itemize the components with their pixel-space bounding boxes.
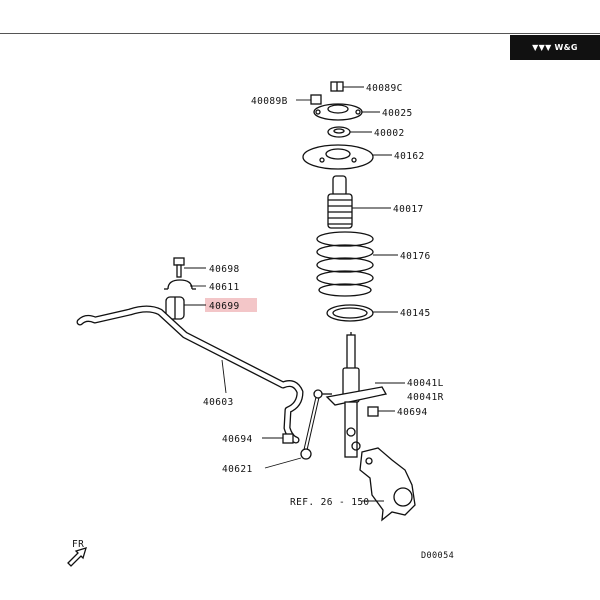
label-40089b: 40089B	[251, 96, 288, 107]
bracket-40611-part	[164, 279, 196, 290]
bearing-40002-part	[327, 126, 351, 138]
label-40176: 40176	[400, 251, 431, 262]
coil-spring-40176-part	[316, 231, 374, 297]
nut-40089c-part	[330, 81, 344, 92]
steering-knuckle-part	[359, 447, 416, 522]
nut-40089b-part	[310, 94, 322, 105]
bushing-40699-part	[165, 296, 185, 320]
brand-logo-text: W&G	[554, 43, 578, 52]
nut-40694-right-part	[367, 406, 379, 417]
stabilizer-bar-40603-part	[76, 305, 304, 444]
label-40611: 40611	[209, 282, 240, 293]
brand-logo: ▼▼▼ W&G	[510, 35, 600, 60]
diagram-code: D00054	[421, 551, 454, 561]
label-40089c: 40089C	[366, 83, 403, 94]
label-40603: 40603	[203, 397, 234, 408]
label-40017: 40017	[393, 204, 424, 215]
highlight-40699	[205, 298, 257, 312]
label-40621: 40621	[222, 464, 253, 475]
label-40145: 40145	[400, 308, 431, 319]
front-label: FR	[72, 539, 84, 550]
spring-pad-40145-part	[326, 304, 374, 322]
label-40694-right: 40694	[397, 407, 428, 418]
label-40162: 40162	[394, 151, 425, 162]
label-40002: 40002	[374, 128, 405, 139]
strut-mount-40025-part	[313, 103, 363, 121]
label-ref-26-150: REF. 26 - 150	[290, 497, 370, 508]
front-arrow-icon	[67, 547, 87, 567]
label-40699: 40699	[209, 301, 240, 312]
stabilizer-link-40621-part	[300, 389, 332, 460]
label-40041r: 40041R	[407, 392, 444, 403]
label-40694-left: 40694	[222, 434, 253, 445]
brand-mark-icon: ▼▼▼	[532, 43, 552, 52]
label-40041l: 40041L	[407, 378, 444, 389]
top-divider	[0, 33, 600, 34]
label-40698: 40698	[209, 264, 240, 275]
nut-40694-left-part	[282, 433, 294, 444]
bolt-40698-part	[173, 257, 185, 278]
label-40025: 40025	[382, 108, 413, 119]
strut-assembly-40041-part	[325, 332, 388, 458]
spring-seat-40162-part	[302, 144, 374, 170]
dust-boot-40017-part	[327, 175, 353, 229]
